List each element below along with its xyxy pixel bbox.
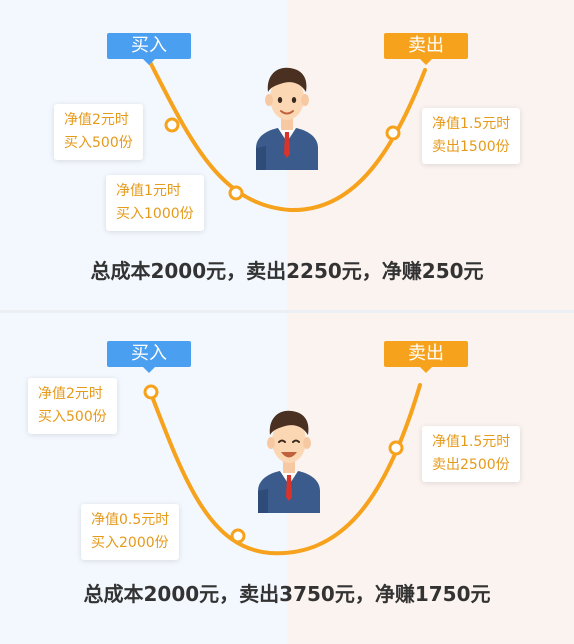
note-line-2: 卖出1500份 xyxy=(432,139,510,155)
businessman-icon xyxy=(258,410,320,513)
sell-tag-label: 卖出 xyxy=(408,343,444,364)
buy-point-1 xyxy=(143,384,159,400)
summary-text: 总成本2000元，卖出3750元，净赚1750元 xyxy=(83,582,491,606)
sell-point xyxy=(388,440,404,456)
curve-line xyxy=(148,60,427,213)
note-line-2: 卖出2500份 xyxy=(432,457,510,473)
buy-tag: 买入 xyxy=(107,341,191,373)
scenario-panel-1: 买入 卖出 净值2元时 买入500份 净值1元时 买入1000份 净值1.5元时… xyxy=(0,0,574,311)
buy-tag-label: 买入 xyxy=(131,35,167,56)
note-line-1: 净值2元时 xyxy=(38,386,103,402)
sell-tag: 卖出 xyxy=(384,341,468,373)
note-line-1: 净值1.5元时 xyxy=(432,116,511,132)
summary-text: 总成本2000元，卖出2250元，净赚250元 xyxy=(90,259,484,283)
note-line-1: 净值1.5元时 xyxy=(432,434,511,450)
note-line-2: 买入2000份 xyxy=(91,535,169,551)
note-buy-1: 净值2元时 买入500份 xyxy=(28,378,117,434)
price-curve xyxy=(143,383,422,556)
sell-tag-label: 卖出 xyxy=(408,35,444,56)
note-line-1: 净值0.5元时 xyxy=(91,512,170,528)
buy-point-2 xyxy=(228,185,244,201)
buy-point-2 xyxy=(230,528,246,544)
note-sell: 净值1.5元时 卖出2500份 xyxy=(422,426,521,482)
note-buy-1: 净值2元时 买入500份 xyxy=(54,104,143,160)
sell-point xyxy=(385,125,401,141)
note-buy-2: 净值0.5元时 买入2000份 xyxy=(81,504,180,560)
note-line-1: 净值2元时 xyxy=(64,112,129,128)
businessman-icon xyxy=(256,67,318,170)
panel-divider xyxy=(0,310,574,313)
note-line-1: 净值1元时 xyxy=(116,183,181,199)
scenario-panel-2: 买入 卖出 净值2元时 买入500份 净值0.5元时 买入2000份 净值1.5… xyxy=(0,313,574,644)
buy-point-1 xyxy=(164,117,180,133)
buy-tag: 买入 xyxy=(107,33,191,65)
note-sell: 净值1.5元时 卖出1500份 xyxy=(422,108,521,164)
note-line-2: 买入1000份 xyxy=(116,206,194,222)
buy-tag-label: 买入 xyxy=(131,343,167,364)
note-line-2: 买入500份 xyxy=(64,135,133,151)
sell-tag: 卖出 xyxy=(384,33,468,65)
note-buy-2: 净值1元时 买入1000份 xyxy=(106,175,204,231)
note-line-2: 买入500份 xyxy=(38,409,107,425)
curve-line xyxy=(148,383,422,556)
price-curve xyxy=(148,60,427,213)
